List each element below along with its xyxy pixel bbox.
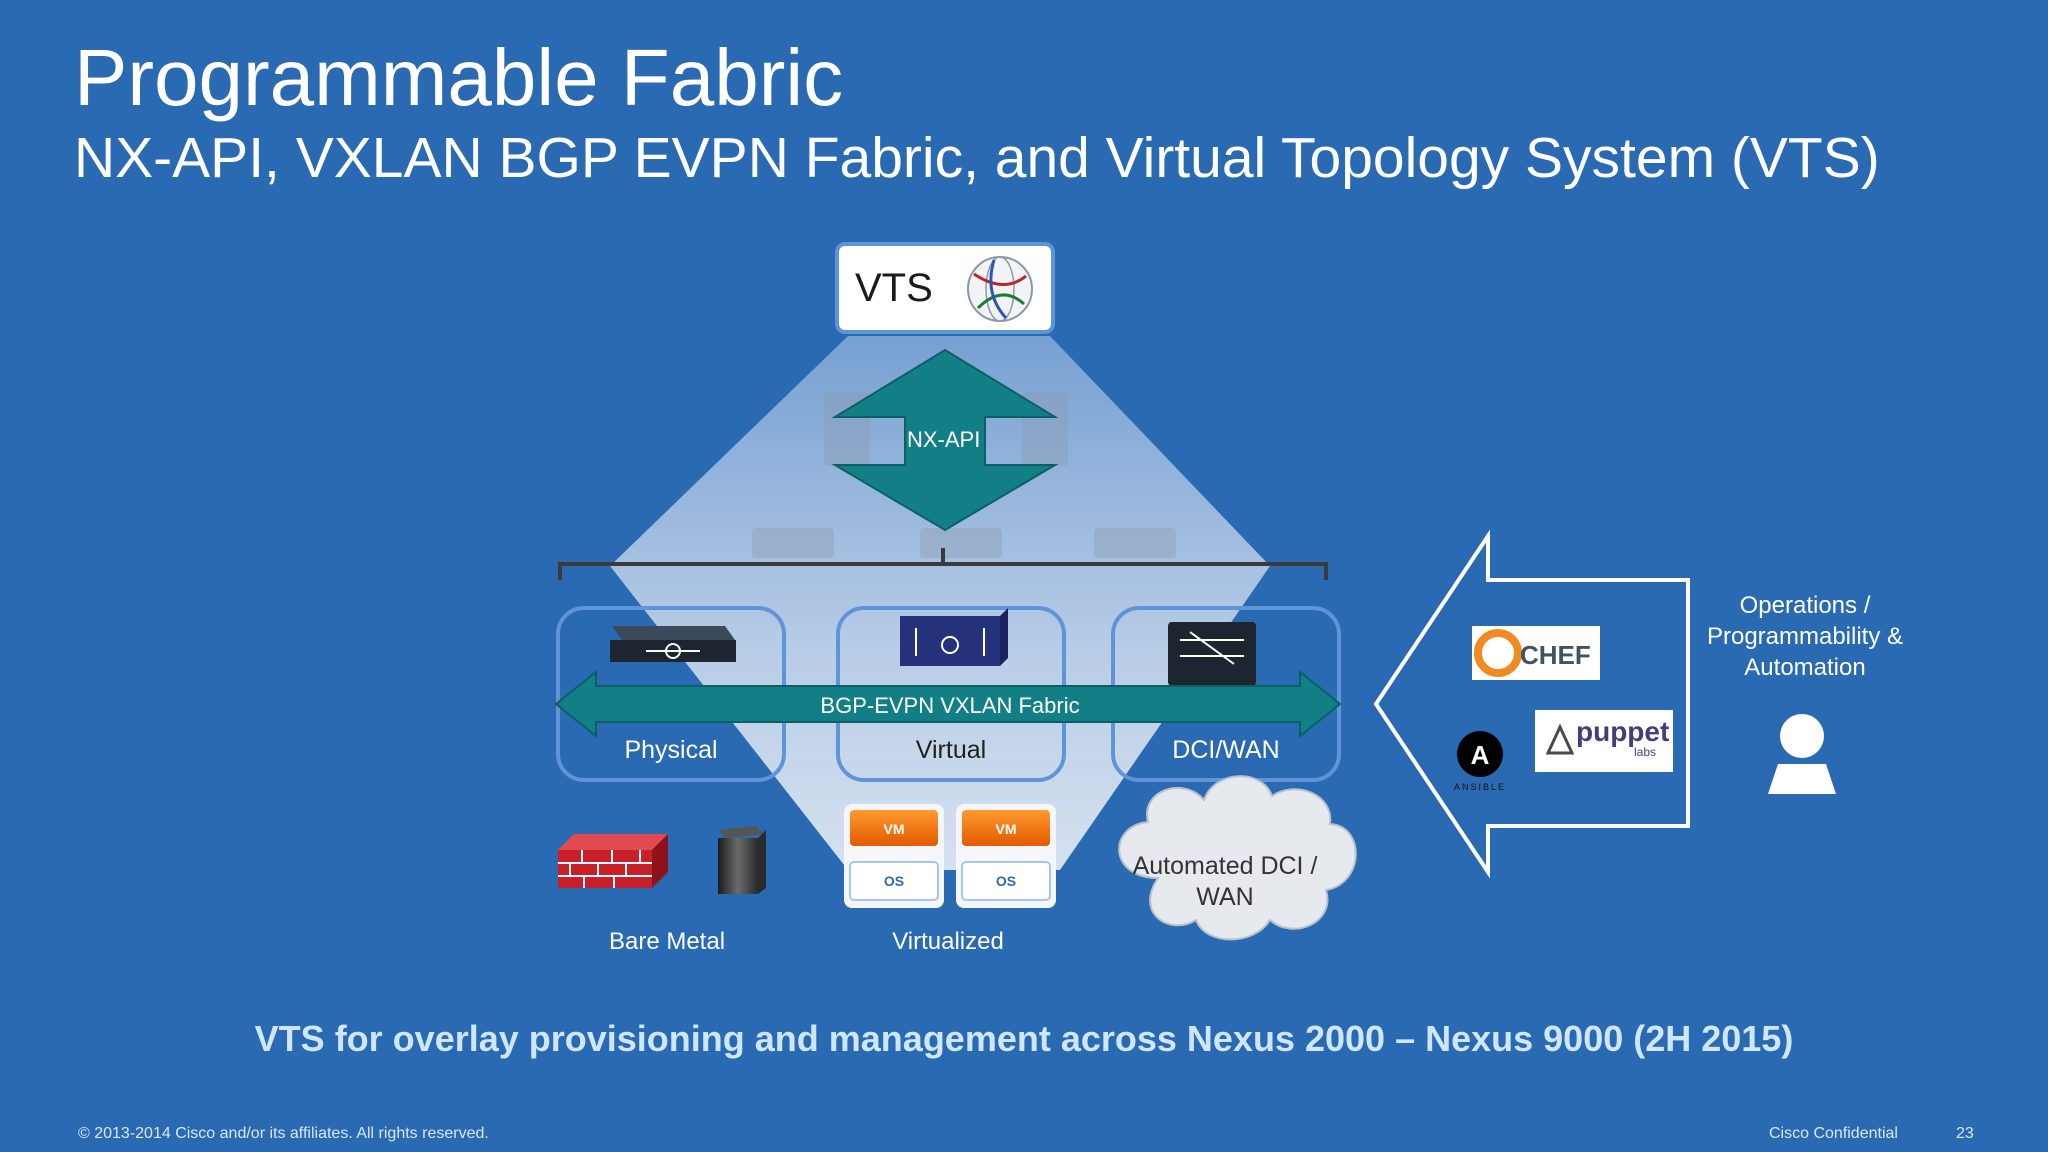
vts-globe-icon (967, 256, 1033, 322)
dci-switch-icon (1168, 622, 1256, 686)
vm-label-right: VM (996, 821, 1017, 837)
vts-controller-box (835, 242, 1055, 334)
vts-label: VTS (855, 266, 933, 310)
puppet-labs-logo: puppet labs (1535, 710, 1673, 772)
ansible-logo: A ANSIBLE (1454, 731, 1506, 792)
operations-label: Operations / Programmability & Automatio… (1706, 592, 1904, 681)
virtual-switch-icon (900, 608, 1008, 666)
fabric-label: BGP-EVPN VXLAN Fabric (820, 693, 1080, 718)
pod-label-physical: Physical (624, 736, 718, 764)
fabric-bracket (558, 548, 1328, 580)
physical-switch-icon (610, 626, 736, 662)
slide-title: Programmable Fabric (74, 33, 844, 122)
page-number: 23 (1956, 1125, 1974, 1142)
virtualized-label: Virtualized (892, 928, 1004, 955)
pod-label-dci-wan: DCI/WAN (1172, 736, 1280, 764)
chef-logo: CHEF (1472, 626, 1600, 680)
puppet-labs-subtext: labs (1634, 745, 1656, 759)
cloud-shape (1118, 775, 1357, 941)
fabric-arrow (554, 669, 1342, 739)
cloud-label: Automated DCI / WAN (1132, 852, 1318, 911)
vm-stack-left (844, 804, 944, 908)
confidential-label: Cisco Confidential (1769, 1125, 1898, 1142)
puppet-logo-text: puppet (1576, 716, 1669, 747)
pyramid-shape (610, 336, 1270, 870)
nx-api-arrow (831, 348, 1059, 532)
automation-arrow (1373, 529, 1690, 879)
os-label-right: OS (996, 873, 1016, 889)
person-icon (1768, 714, 1836, 794)
copyright-notice: © 2013-2014 Cisco and/or its affiliates.… (78, 1125, 489, 1142)
slide-subtitle: NX-API, VXLAN BGP EVPN Fabric, and Virtu… (74, 126, 1880, 190)
ansible-logo-letter: A (1471, 740, 1490, 770)
server-tower-icon (718, 826, 766, 894)
vm-stack-right (956, 804, 1056, 908)
bare-metal-label: Bare Metal (608, 928, 726, 955)
vm-label-left: VM (884, 821, 905, 837)
os-label-left: OS (884, 873, 904, 889)
pod-label-virtual: Virtual (915, 736, 987, 764)
ansible-logo-text: ANSIBLE (1454, 782, 1506, 792)
chef-logo-text: CHEF (1520, 640, 1591, 670)
tagline: VTS for overlay provisioning and managem… (254, 1018, 1794, 1059)
firewall-icon (558, 834, 668, 888)
nx-api-label: NX-API (907, 427, 981, 452)
